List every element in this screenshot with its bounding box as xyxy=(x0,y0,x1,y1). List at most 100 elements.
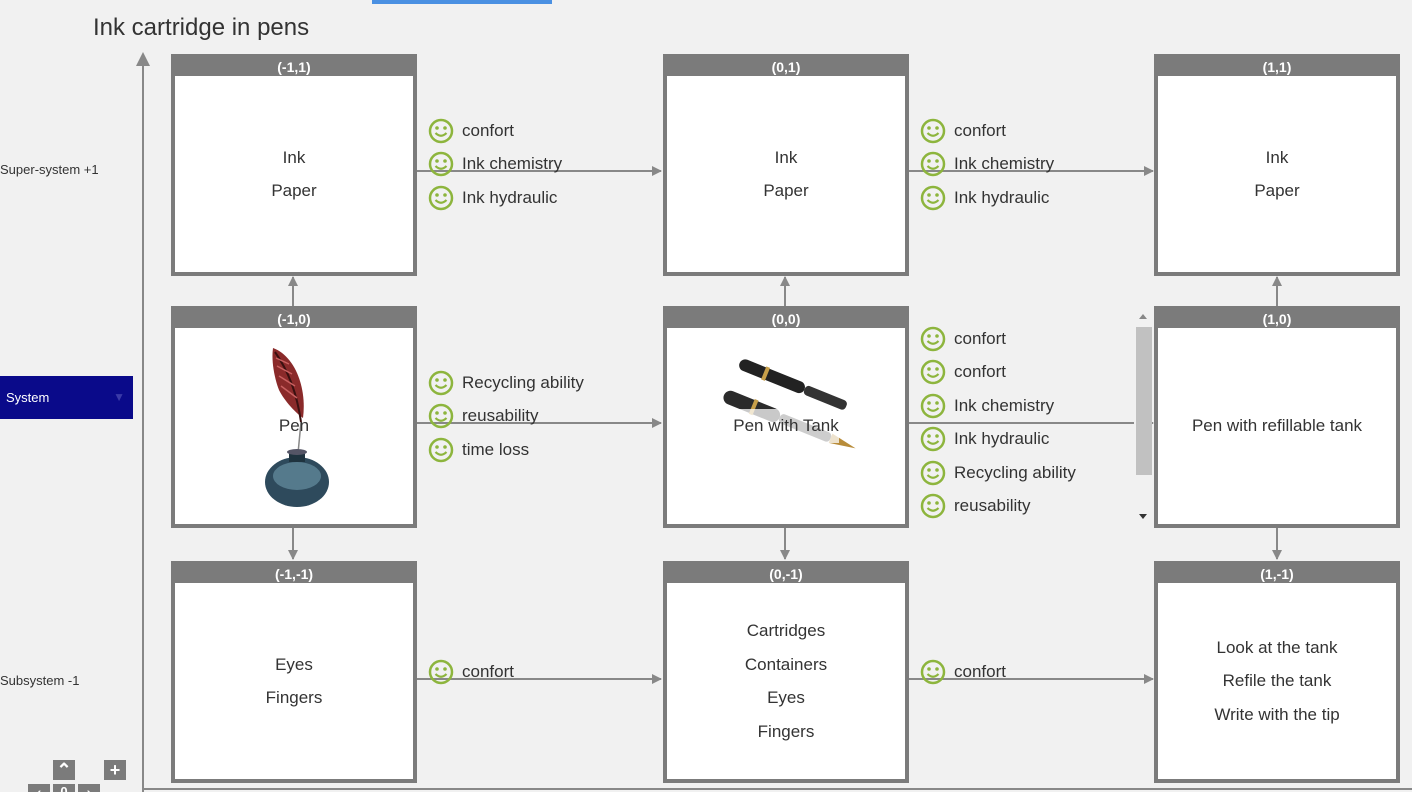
link-label-item: Ink hydraulic xyxy=(428,181,562,215)
page-next-button[interactable]: › xyxy=(78,784,100,792)
smiley-icon xyxy=(428,370,454,395)
link-label-item: confort xyxy=(920,356,1076,390)
link-labels-bot-left: confort xyxy=(428,655,514,689)
box-0-0[interactable]: (0,0) Pen with Tank xyxy=(663,306,909,528)
smiley-icon xyxy=(920,393,946,418)
link-label-item: Ink chemistry xyxy=(428,148,562,182)
link-label-text: confort xyxy=(954,120,1006,140)
box-item: Ink xyxy=(774,147,798,167)
system-label: System xyxy=(6,390,50,405)
link-label-item: confort xyxy=(920,322,1076,356)
link-label-text: Recycling ability xyxy=(954,462,1076,482)
link-label-text: confort xyxy=(462,661,514,681)
box-item: Eyes xyxy=(275,654,313,674)
link-label-item: confort xyxy=(428,114,562,148)
collapse-button[interactable]: ⌃ xyxy=(53,760,75,780)
link-label-item: Ink chemistry xyxy=(920,389,1076,423)
link-label-item: Ink hydraulic xyxy=(920,423,1076,457)
scrollbar-thumb[interactable] xyxy=(1136,327,1152,475)
box-0-minus1[interactable]: (0,-1) Cartridges Containers Eyes Finger… xyxy=(663,561,909,783)
box-minus1-minus1[interactable]: (-1,-1) Eyes Fingers xyxy=(171,561,417,783)
link-label-item: reusability xyxy=(920,490,1076,524)
link-label-text: Ink hydraulic xyxy=(462,187,558,207)
page-number: 0 xyxy=(53,784,75,792)
box-0-plus1[interactable]: (0,1) Ink Paper xyxy=(663,54,909,276)
box-header: (-1,1) xyxy=(171,54,417,76)
box-item: Fingers xyxy=(757,721,815,741)
page-prev-button[interactable]: ‹ xyxy=(28,784,50,792)
box-item: Cartridges xyxy=(746,621,826,640)
box-minus1-plus1[interactable]: (-1,1) Ink Paper xyxy=(171,54,417,276)
smiley-icon xyxy=(428,404,454,429)
link-label-text: confort xyxy=(954,661,1006,681)
smiley-icon xyxy=(920,118,946,143)
link-label-item: Recycling ability xyxy=(428,366,584,400)
smiley-icon xyxy=(920,326,946,351)
box-header: (0,-1) xyxy=(663,561,909,583)
box-plus1-minus1[interactable]: (1,-1) Look at the tank Refile the tank … xyxy=(1154,561,1400,783)
box-item: Look at the tank xyxy=(1216,637,1338,657)
box-item: Pen xyxy=(278,416,310,436)
smiley-icon xyxy=(920,152,946,177)
link-label-text: confort xyxy=(954,328,1006,348)
box-item: Paper xyxy=(1254,181,1300,200)
vertical-axis xyxy=(142,64,144,792)
horizontal-axis xyxy=(142,788,1412,790)
smiley-icon xyxy=(920,659,946,684)
link-label-item: Recycling ability xyxy=(920,456,1076,490)
active-tab-indicator xyxy=(372,0,552,4)
smiley-icon xyxy=(428,118,454,143)
smiley-icon xyxy=(920,360,946,385)
level-label-subsystem: Subsystem -1 xyxy=(0,673,80,688)
link-label-item: Ink hydraulic xyxy=(920,181,1054,215)
box-header: (-1,-1) xyxy=(171,561,417,583)
smiley-icon xyxy=(920,185,946,210)
link-label-text: Ink hydraulic xyxy=(954,429,1050,449)
link-label-item: reusability xyxy=(428,400,584,434)
link-label-item: confort xyxy=(920,114,1054,148)
box-item: Write with the tip xyxy=(1214,704,1340,724)
link-labels-mid-left: Recycling ability reusability time loss xyxy=(428,366,584,467)
link-label-text: time loss xyxy=(462,439,530,459)
box-plus1-plus1[interactable]: (1,1) Ink Paper xyxy=(1154,54,1400,276)
level-label-super-system: Super-system +1 xyxy=(0,162,99,177)
box-item: Fingers xyxy=(265,688,323,707)
chevron-down-icon: ▼ xyxy=(113,390,125,404)
link-label-item: Ink chemistry xyxy=(920,148,1054,182)
link-label-text: reusability xyxy=(462,406,539,426)
box-minus1-0[interactable]: (-1,0) Pen xyxy=(171,306,417,528)
link-label-text: confort xyxy=(462,120,514,140)
level-selector-system[interactable]: System ▼ xyxy=(0,376,133,419)
box-header: (1,1) xyxy=(1154,54,1400,76)
box-plus1-0[interactable]: (1,0) Pen with refillable tank xyxy=(1154,306,1400,528)
link-label-text: Ink chemistry xyxy=(954,395,1055,415)
box-item: Paper xyxy=(763,181,809,200)
scroll-up-arrow-icon[interactable] xyxy=(1139,314,1147,319)
scroll-down-arrow-icon[interactable] xyxy=(1139,514,1147,519)
box-item: Pen with Tank xyxy=(733,409,839,443)
smiley-icon xyxy=(428,185,454,210)
link-label-text: reusability xyxy=(954,496,1031,516)
box-item: Containers xyxy=(744,654,828,674)
box-item: Ink xyxy=(1265,147,1289,167)
smiley-icon xyxy=(428,659,454,684)
link-label-text: confort xyxy=(954,362,1006,382)
link-label-item: confort xyxy=(920,655,1006,689)
box-header: (-1,0) xyxy=(171,306,417,328)
box-header: (0,1) xyxy=(663,54,909,76)
quill-inkwell-illustration xyxy=(265,348,329,507)
link-label-item: confort xyxy=(428,655,514,689)
link-label-item: time loss xyxy=(428,433,584,467)
smiley-icon xyxy=(920,494,946,519)
link-label-text: Ink chemistry xyxy=(462,154,563,174)
link-label-text: Ink chemistry xyxy=(954,154,1055,174)
add-button[interactable]: + xyxy=(104,760,126,780)
smiley-icon xyxy=(428,437,454,462)
box-header: (1,-1) xyxy=(1154,561,1400,583)
box-item: Pen with refillable tank xyxy=(1191,416,1363,436)
box-header: (0,0) xyxy=(663,306,909,328)
